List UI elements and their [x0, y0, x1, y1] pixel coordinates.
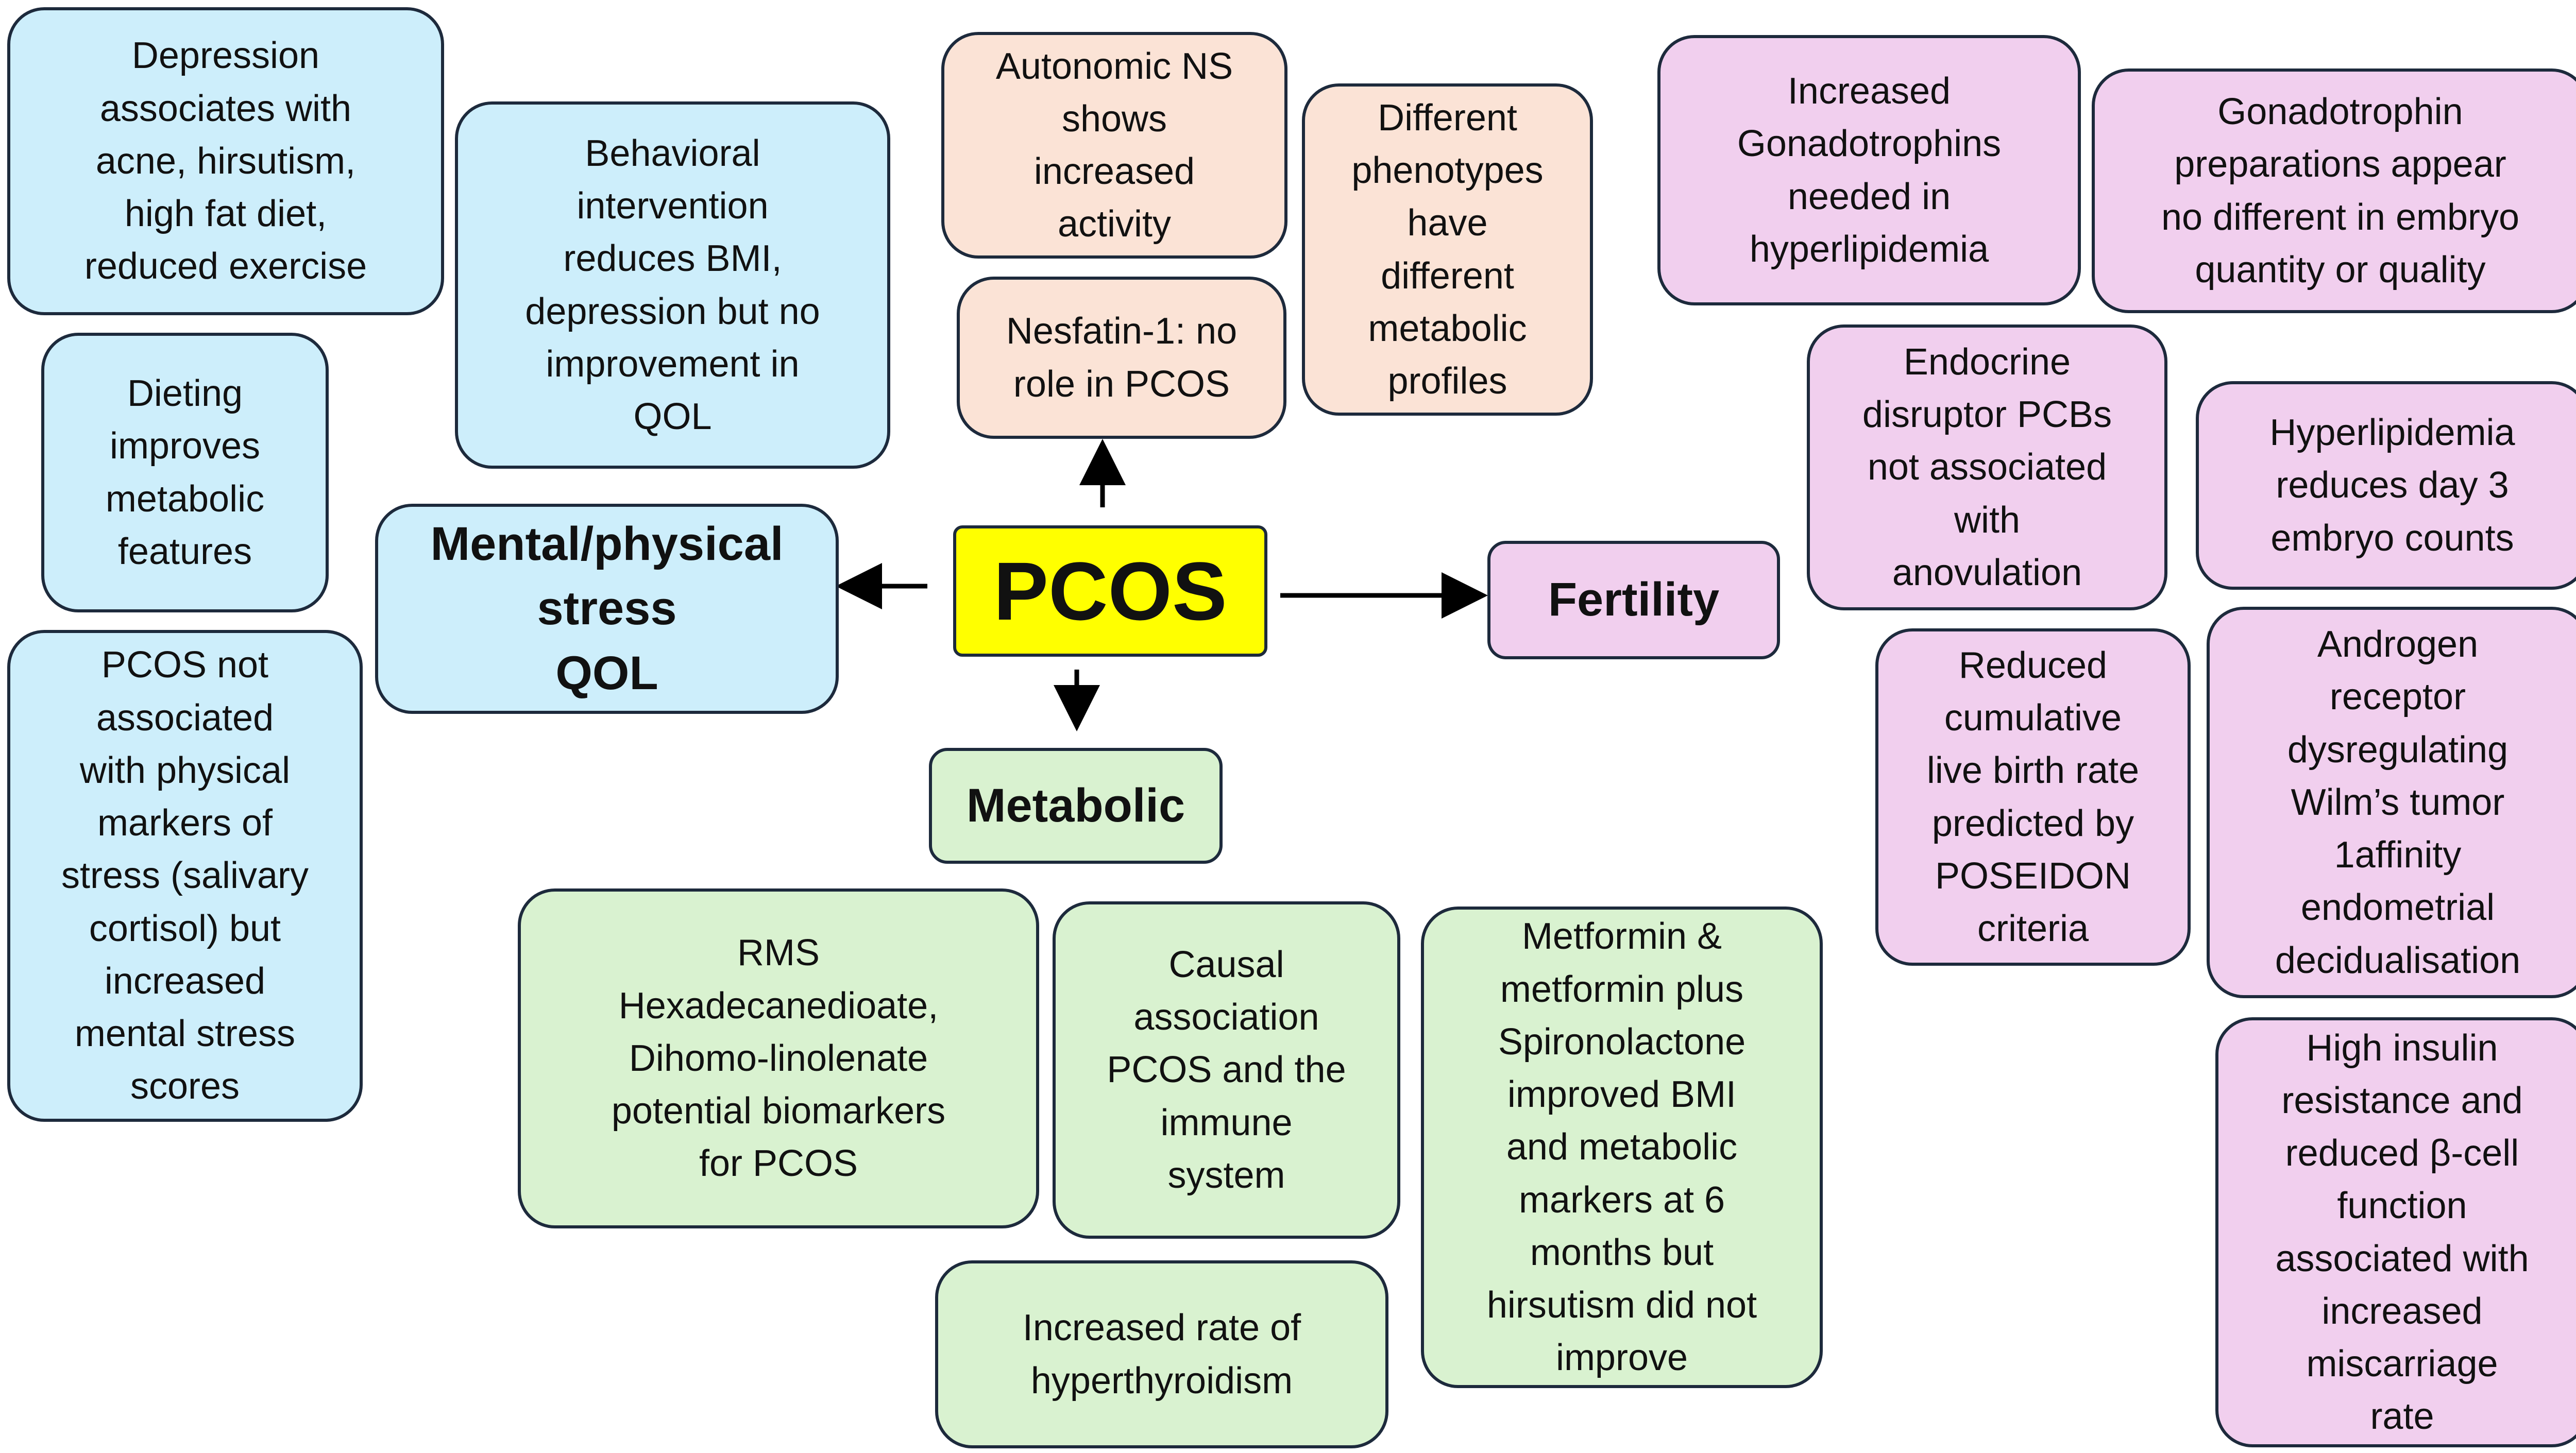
gonadotrophins-hyperlipidemia-box: Increased Gonadotrophins needed in hyper…	[1657, 35, 2081, 305]
depression-finding-box: Depression associates with acne, hirsuti…	[7, 7, 444, 315]
immune-system-box: Causal association PCOS and the immune s…	[1053, 901, 1400, 1239]
behavioral-intervention-box: Behavioral intervention reduces BMI, dep…	[455, 101, 890, 469]
pcos-center-node: PCOS	[953, 525, 1267, 657]
hyperthyroidism-box: Increased rate of hyperthyroidism	[935, 1260, 1388, 1448]
poseidon-box: Reduced cumulative live birth rate predi…	[1875, 628, 2191, 966]
gonadotrophin-preparations-box: Gonadotrophin preparations appear no dif…	[2092, 69, 2576, 313]
metabolic-category-node: Metabolic	[929, 748, 1223, 864]
phenotypes-box: Different phenotypes have different meta…	[1302, 83, 1593, 416]
insulin-miscarriage-box: High insulin resistance and reduced β-ce…	[2215, 1017, 2576, 1447]
nesfatin-box: Nesfatin-1: no role in PCOS	[957, 277, 1286, 439]
pcb-anovulation-box: Endocrine disruptor PCBs not associated …	[1807, 324, 2167, 610]
hyperlipidemia-embryo-box: Hyperlipidemia reduces day 3 embryo coun…	[2196, 381, 2576, 590]
fertility-category-node: Fertility	[1487, 541, 1780, 659]
salivary-cortisol-box: PCOS not associated with physical marker…	[7, 630, 363, 1122]
rms-biomarkers-box: RMS Hexadecanedioate, Dihomo-linolenate …	[518, 888, 1039, 1228]
androgen-receptor-box: Androgen receptor dysregulating Wilm’s t…	[2207, 607, 2576, 998]
dieting-box: Dieting improves metabolic features	[41, 333, 329, 612]
autonomic-ns-box: Autonomic NS shows increased activity	[941, 32, 1287, 259]
stress-category-node: Mental/physical stress QOL	[375, 504, 839, 714]
metformin-box: Metformin & metformin plus Spironolacton…	[1421, 907, 1823, 1388]
